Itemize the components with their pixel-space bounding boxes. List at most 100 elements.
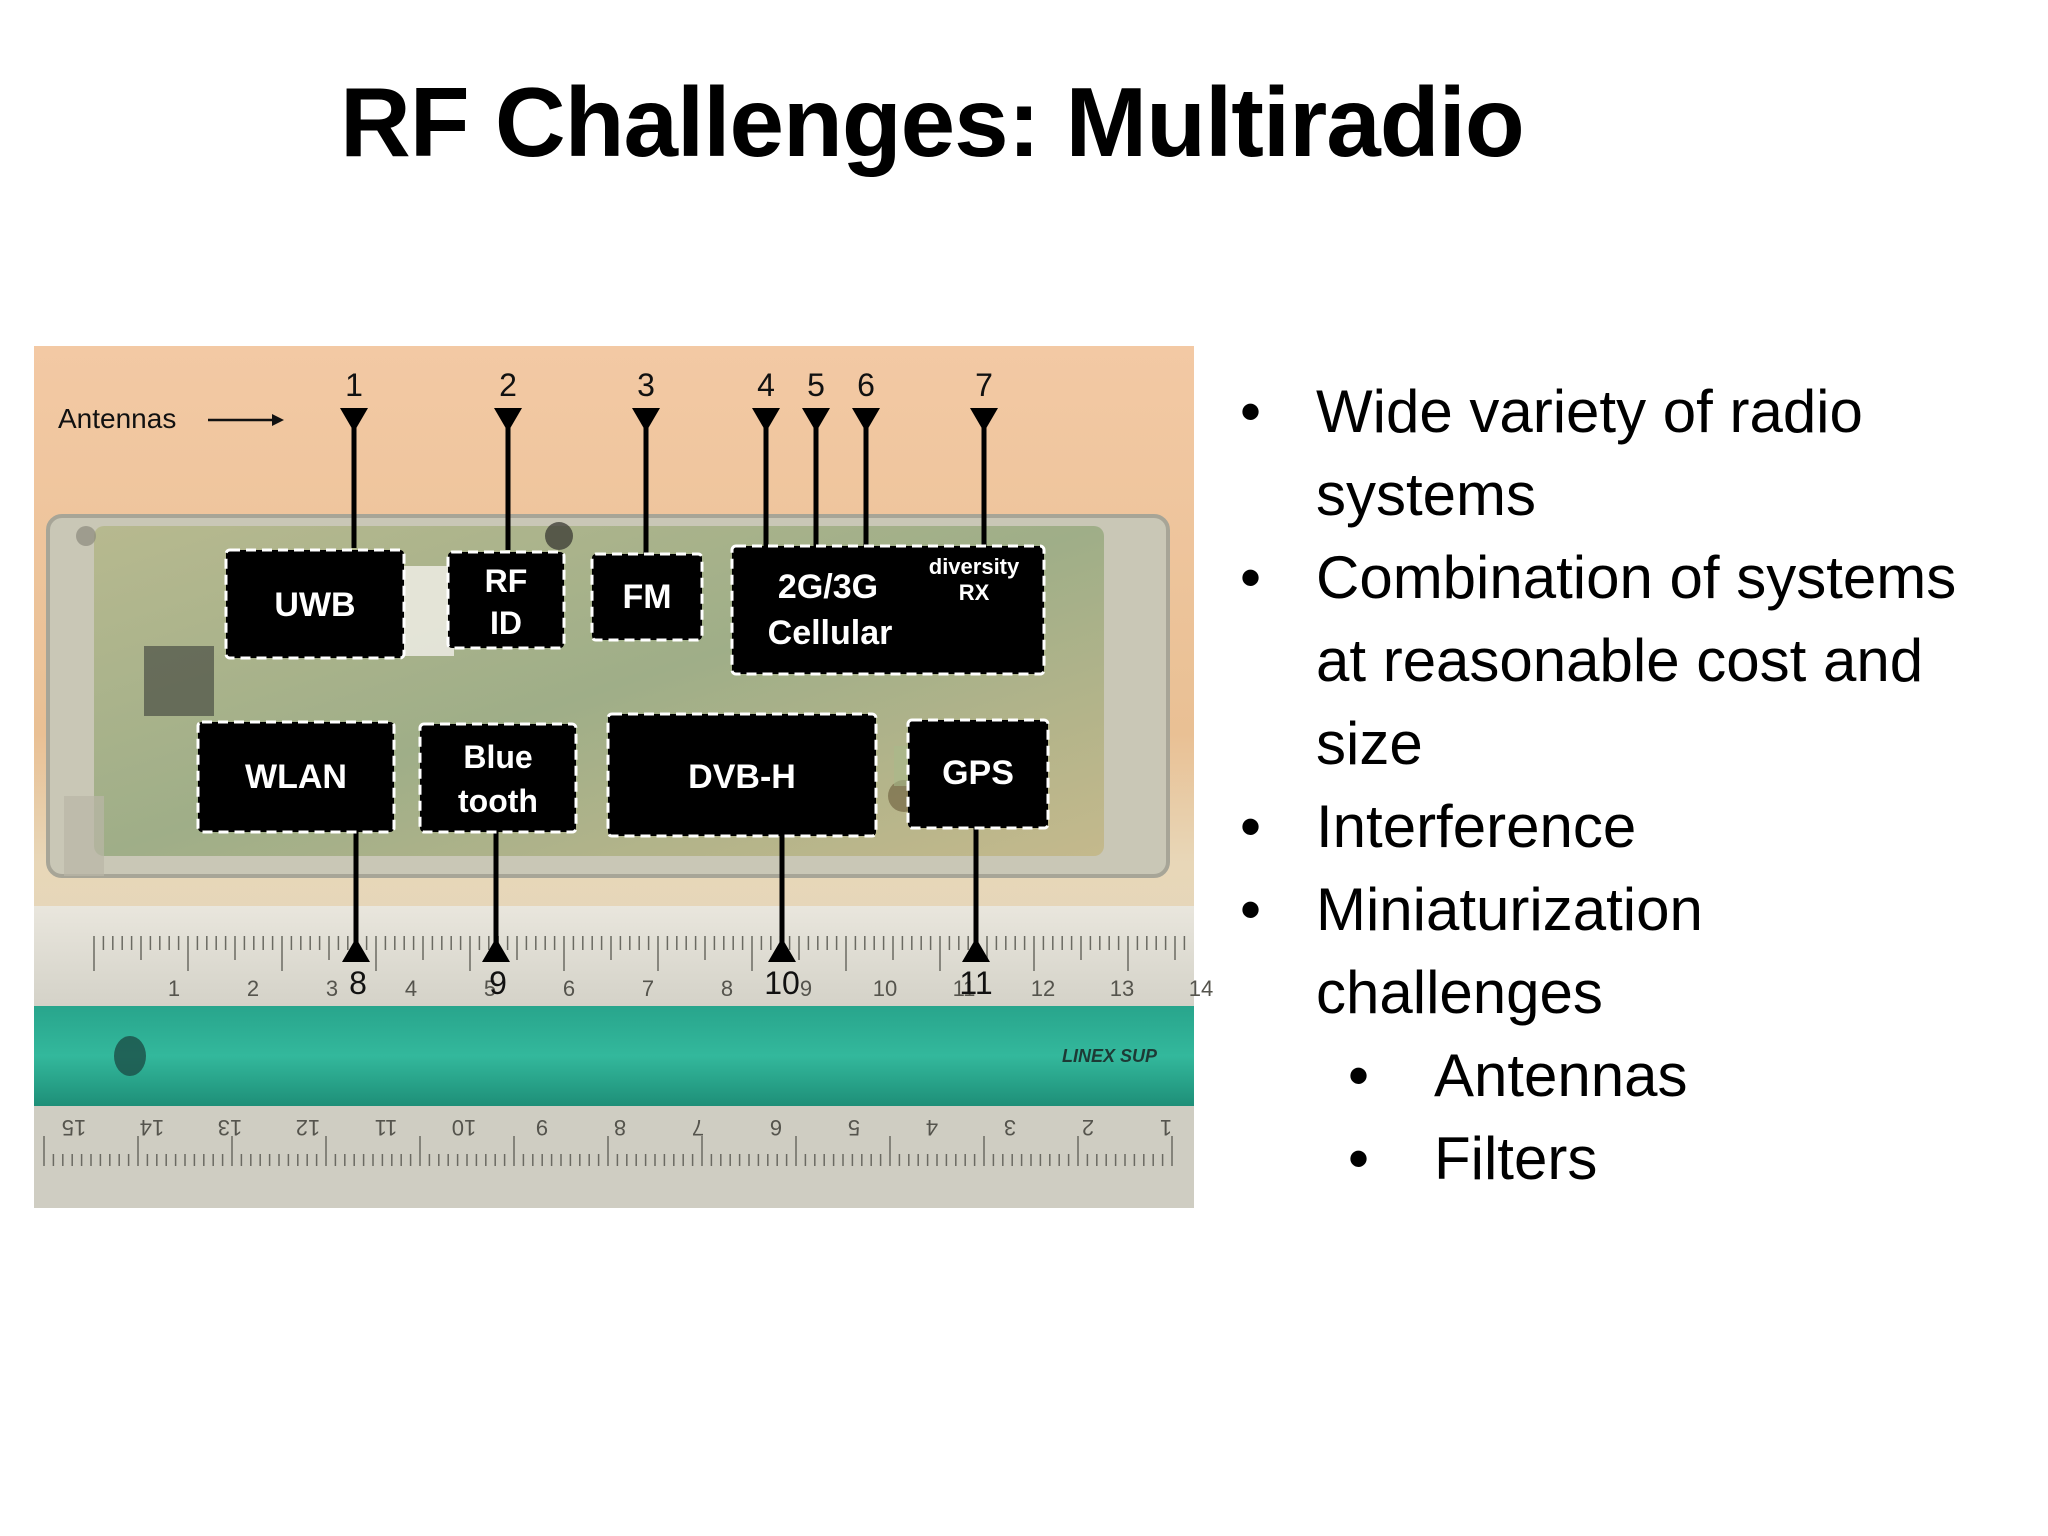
ruler-top-number: 11 [953, 976, 976, 1001]
antenna-number-1: 1 [345, 367, 363, 403]
chip-bluetooth-label-line1: Blue [463, 739, 532, 775]
bullet-text-line: challenges [1316, 959, 1603, 1026]
top-antenna-triangles [340, 408, 998, 432]
ruler-bottom [34, 1106, 1194, 1208]
sub-bullet-text: Filters [1434, 1125, 1598, 1192]
chip-rfid-label-line2: ID [490, 605, 522, 641]
antenna-number-3: 3 [637, 367, 655, 403]
chip-gps: GPS [906, 718, 1050, 830]
antenna-number-11: 11 [959, 965, 992, 1001]
bullet-dot: • [1240, 378, 1262, 445]
chip-rfid: RF ID [446, 550, 566, 650]
ruler-bottom-number: 4 [926, 1115, 938, 1140]
antenna-number-8: 8 [349, 965, 367, 1001]
ruler-top-number: 7 [642, 976, 654, 1001]
antenna-9-icon [482, 938, 510, 962]
bottom-antenna-numbers: 8 9 10 11 [349, 965, 993, 1001]
ruler-top-number: 1 [168, 976, 180, 1001]
antenna-number-7: 7 [975, 367, 993, 403]
antenna-1-icon [340, 408, 368, 432]
chip-diversity-label-line2: RX [959, 580, 990, 605]
antenna-number-4: 4 [757, 367, 775, 403]
ruler-bottom-number: 13 [218, 1115, 242, 1140]
ruler-top-number: 9 [800, 976, 812, 1001]
antenna-6-icon [852, 408, 880, 432]
chip-wlan: WLAN [196, 720, 396, 834]
bullet-text-line: Combination of systems [1316, 544, 1957, 611]
bullet-item: • Combination of systems at reasonable c… [1240, 536, 2030, 785]
ruler-top-number: 14 [1189, 976, 1213, 1001]
bullet-list: • Wide variety of radio systems • Combin… [1240, 370, 2030, 1200]
bullet-text-line: Miniaturization [1316, 876, 1703, 943]
chips: UWB RF ID FM 2G/3G Cellular [196, 544, 1050, 838]
bullet-dot: • [1240, 876, 1262, 943]
antenna-11-icon [962, 938, 990, 962]
bottom-antenna-triangles [342, 938, 990, 962]
antenna-7-icon [970, 408, 998, 432]
bullet-item: • Miniaturization challenges [1240, 868, 2030, 1034]
bullet-dot: • [1348, 1125, 1370, 1192]
antenna-4-icon [752, 408, 780, 432]
bullet-dot: • [1240, 793, 1262, 860]
top-antenna-numbers: 1 2 3 4 5 6 7 [345, 367, 993, 403]
ruler-bottom-number: 1 [1160, 1115, 1172, 1140]
ruler-bottom-number: 3 [1004, 1115, 1016, 1140]
chip-diversity-label-line1: diversity [929, 554, 1020, 579]
ruler-top-number: 12 [1031, 976, 1055, 1001]
antenna-number-5: 5 [807, 367, 825, 403]
ruler-top [34, 906, 1194, 1006]
ruler-bottom-number: 12 [296, 1115, 320, 1140]
bullet-text-line: systems [1316, 461, 1537, 528]
top-antenna-lines [351, 416, 987, 554]
bullet-dot: • [1348, 1042, 1370, 1109]
ruler-top-number: 8 [721, 976, 733, 1001]
chip-bluetooth: Blue tooth [418, 722, 578, 834]
bullet-text-line: size [1316, 710, 1423, 777]
slide-title: RF Challenges: Multiradio [340, 67, 1525, 177]
antenna-number-6: 6 [857, 367, 875, 403]
chip-cellular: 2G/3G Cellular diversity RX [730, 544, 1046, 676]
antenna-3-icon [632, 408, 660, 432]
ruler-bottom-number: 11 [375, 1115, 398, 1140]
chip-fm-label: FM [622, 578, 671, 616]
ruler-top-ticks [93, 936, 1186, 971]
sub-bullet-text: Antennas [1434, 1042, 1688, 1109]
chip-cellular-label-line2: Cellular [768, 614, 893, 652]
antenna-number-2: 2 [499, 367, 517, 403]
antennas-arrow-head [272, 414, 284, 426]
antenna-5-icon [802, 408, 830, 432]
antenna-8-icon [342, 938, 370, 962]
ruler-bottom-number: 5 [848, 1115, 860, 1140]
ruler-bottom-ticks [43, 1136, 1173, 1166]
bottom-antenna-lines [353, 826, 979, 956]
sub-bullet-item: • Antennas [1240, 1034, 2030, 1117]
ruler-brand: LINEX SUP [1062, 1046, 1158, 1066]
bullet-text-line: Wide variety of radio [1316, 378, 1863, 445]
ruler-top-number: 5 [484, 976, 496, 1001]
bullet-dot: • [1240, 544, 1262, 611]
ruler-bottom-number: 10 [452, 1115, 476, 1140]
ruler-top-number: 2 [247, 976, 259, 1001]
sub-bullet-item: • Filters [1240, 1117, 2030, 1200]
chip-cellular-label-line1: 2G/3G [778, 568, 878, 606]
ruler-bottom-number: 14 [140, 1115, 164, 1140]
chip-gps-label: GPS [942, 754, 1014, 792]
antenna-number-9: 9 [489, 965, 507, 1001]
ruler-bottom-number: 7 [692, 1115, 704, 1140]
ruler-bottom-number: 8 [614, 1115, 626, 1140]
ruler-bottom-number: 2 [1082, 1115, 1094, 1140]
ruler-teal-band [34, 1006, 1194, 1106]
antennas-label: Antennas [58, 403, 176, 434]
bullet-item: • Wide variety of radio systems [1240, 370, 2030, 536]
chip-dvbh: DVB-H [606, 712, 878, 838]
antenna-2-icon [494, 408, 522, 432]
chip-uwb-label: UWB [274, 586, 355, 624]
ruler-bottom-number: 15 [62, 1115, 86, 1140]
ruler-top-number: 6 [563, 976, 575, 1001]
chip-bluetooth-label-line2: tooth [458, 783, 538, 819]
